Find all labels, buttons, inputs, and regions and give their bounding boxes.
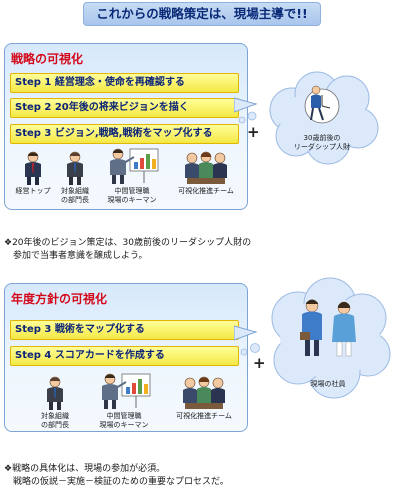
step-1-box: Step 1 経営理念・使命を再確認する	[10, 73, 239, 93]
plus-sign: +	[247, 123, 260, 141]
person-label: 中間管理職 現場のキーマン	[107, 187, 157, 204]
cloud-bubble-1: 30歳前後の リーダシップ人財	[262, 68, 382, 168]
plus-sign: +	[253, 354, 266, 372]
middle-manager-person: 中間管理職 現場のキーマン	[89, 372, 159, 430]
cloud-icon	[269, 71, 379, 165]
presenter-with-chart-icon	[110, 148, 159, 184]
cloud-icon	[271, 277, 391, 399]
annual-policy-visualization-panel: 年度方針の可視化 Step 3 戦術をマップ化する Step 4 スコアカードを…	[4, 283, 248, 432]
strategy-visualization-panel: 戦略の可視化 Step 1 経営理念・使命を再確認する Step 2 20年後の…	[4, 43, 248, 210]
note-2-line-2: 戦略の仮説－実施－検証のための重要なプロセスだ。	[13, 477, 229, 487]
step-4-box: Step 4 スコアカードを作成する	[10, 346, 239, 366]
cloud-label: 現場の社員	[310, 380, 346, 388]
connector-arrow-1	[234, 97, 258, 113]
person-label: 対象組織 の部門長	[61, 187, 89, 204]
panel-title: 年度方針の可視化	[11, 292, 108, 306]
thought-bubbles-2	[240, 343, 260, 356]
page-title: これからの戦略策定は、現場主導で!!	[83, 2, 321, 26]
step-3-box: Step 3 ビジョン,戦略,戦術をマップ化する	[10, 124, 239, 144]
presenter-with-chart-icon	[102, 373, 151, 409]
connector-arrow-2	[234, 325, 258, 341]
department-head-person: 対象組織 の部門長	[53, 151, 97, 205]
panel-title: 戦略の可視化	[11, 52, 84, 66]
businessman-icon	[47, 376, 63, 410]
cloud-label: 30歳前後の リーダシップ人財	[293, 134, 351, 151]
executive-person: 経営トップ	[9, 151, 57, 196]
person-label: 対象組織 の部門長	[41, 412, 69, 429]
businessman-icon	[25, 151, 41, 185]
visualization-team-person: 可視化推進チーム	[169, 151, 243, 196]
step-3-box: Step 3 戦術をマップ化する	[10, 320, 239, 340]
person-label: 可視化推進チーム	[176, 412, 232, 420]
note-1-line-1: ❖20年後のビジョン策定は、30歳前後のリーダシップ人財の	[4, 238, 252, 248]
note-1-line-2: 参加で当事者意識を醸成しよう。	[13, 251, 148, 261]
visualization-team-person: 可視化推進チーム	[165, 376, 243, 421]
middle-manager-person: 中間管理職 現場のキーマン	[97, 147, 167, 205]
team-group-icon	[185, 151, 227, 184]
businessman-icon	[67, 151, 83, 185]
step-2-box: Step 2 20年後の将来ビジョンを描く	[10, 98, 239, 118]
note-2-line-1: ❖戦略の具体化は、現場の参加が必須。	[4, 464, 166, 474]
thought-bubbles-1	[238, 111, 257, 124]
department-head-person: 対象組織 の部門長	[31, 376, 79, 430]
cloud-bubble-2: 現場の社員	[264, 274, 392, 402]
team-group-icon	[183, 376, 225, 409]
person-label: 中間管理職 現場のキーマン	[99, 412, 149, 429]
person-label: 可視化推進チーム	[178, 187, 234, 195]
person-label: 経営トップ	[15, 187, 51, 195]
